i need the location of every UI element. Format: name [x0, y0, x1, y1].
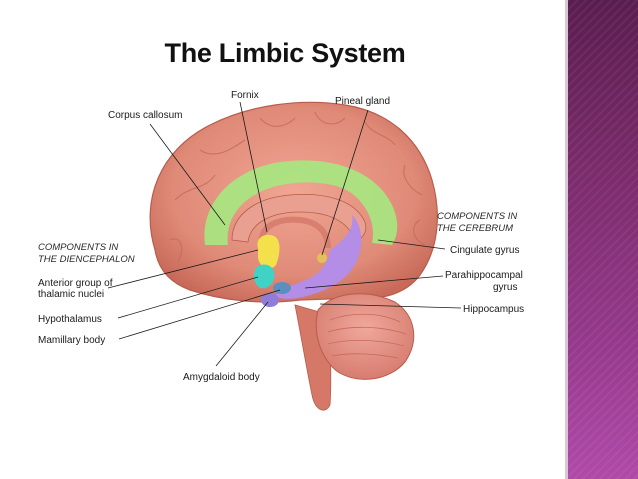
- diencephalon-header-line1: COMPONENTS IN: [38, 242, 118, 253]
- cingulate-gyrus-shape: [204, 160, 398, 245]
- label-fornix: Fornix: [231, 90, 259, 101]
- diencephalon-header-line2: THE DIENCEPHALON: [38, 254, 135, 265]
- leader-lines: [107, 101, 462, 367]
- slide-title: The Limbic System: [164, 38, 406, 68]
- hippocampus-shape: [275, 215, 362, 299]
- cerebrum-header-line2: THE CEREBRUM: [437, 223, 513, 234]
- label-mamillary-body: Mamillary body: [38, 335, 105, 346]
- label-parahippocampal-line1: Parahippocampal: [445, 270, 523, 281]
- decorative-sidebar: [568, 0, 638, 479]
- pineal-gland-shape: [317, 253, 327, 263]
- sidebar-edge: [565, 0, 568, 479]
- corpus-callosum-shape: [231, 194, 367, 243]
- label-hippocampus: Hippocampus: [463, 304, 524, 315]
- amygdaloid-body-shape: [261, 293, 279, 307]
- cerebrum-header-line1: COMPONENTS IN: [437, 211, 517, 222]
- cerebellum-folia: [327, 313, 407, 359]
- label-cingulate-gyrus: Cingulate gyrus: [450, 245, 519, 256]
- label-anterior-group-line2: thalamic nuclei: [38, 289, 104, 300]
- label-corpus-callosum: Corpus callosum: [108, 110, 182, 121]
- cerebellum-shape: [315, 293, 415, 380]
- label-parahippocampal-line2: gyrus: [493, 282, 517, 293]
- hypothalamus-shape: [253, 264, 275, 289]
- mamillary-body-shape: [273, 282, 291, 294]
- label-amygdaloid-body: Amygdaloid body: [183, 372, 260, 383]
- label-anterior-group-line1: Anterior group of: [38, 278, 113, 289]
- label-hypothalamus: Hypothalamus: [38, 314, 102, 325]
- thalamic-nuclei-shape: [257, 234, 280, 269]
- label-pineal-gland: Pineal gland: [335, 96, 390, 107]
- gyri-texture: [169, 111, 426, 263]
